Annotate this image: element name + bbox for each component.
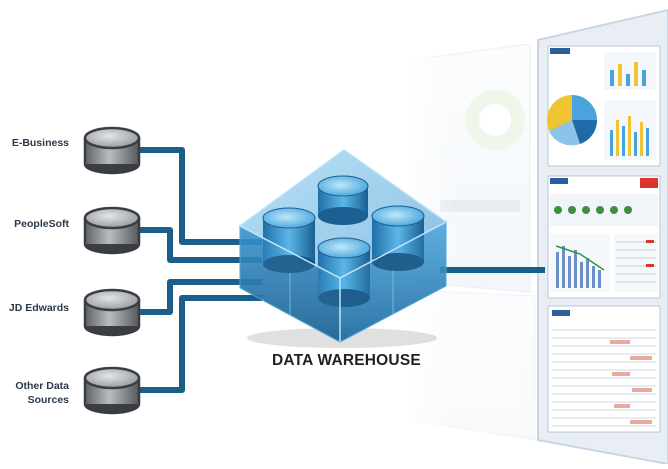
database-disk-icon: [83, 206, 141, 255]
cube-cylinder-top: [317, 175, 369, 225]
warehouse-cube-icon: [238, 149, 448, 348]
dashboard-panel-icon: [547, 45, 661, 167]
source-label-jd-edwards: JD Edwards: [8, 302, 69, 314]
connector-e-business: [140, 147, 262, 245]
connector-jd-edwards: [140, 279, 262, 315]
dashboard-panel-icon: [547, 175, 661, 299]
cube-cylinder-right: [371, 205, 425, 271]
data-warehouse-label: DATA WAREHOUSE: [272, 352, 421, 369]
connector-other: [140, 295, 262, 393]
database-disk-icon: [83, 288, 141, 337]
connector-lines: [140, 147, 545, 393]
cube-cylinder-left: [262, 207, 316, 273]
database-disk-icon: [83, 126, 141, 175]
cube-cylinder-front: [317, 237, 371, 307]
source-label-peoplesoft: PeopleSoft: [14, 218, 69, 230]
database-disk-icon: [83, 366, 141, 415]
source-label-e-business: E-Business: [11, 137, 69, 149]
dashboard-panel-icon: [547, 305, 661, 433]
source-label-other-line1: Other Data: [15, 380, 69, 392]
connector-peoplesoft: [140, 227, 262, 263]
source-disks: [83, 126, 141, 415]
source-label-other-line2: Sources: [27, 394, 69, 406]
